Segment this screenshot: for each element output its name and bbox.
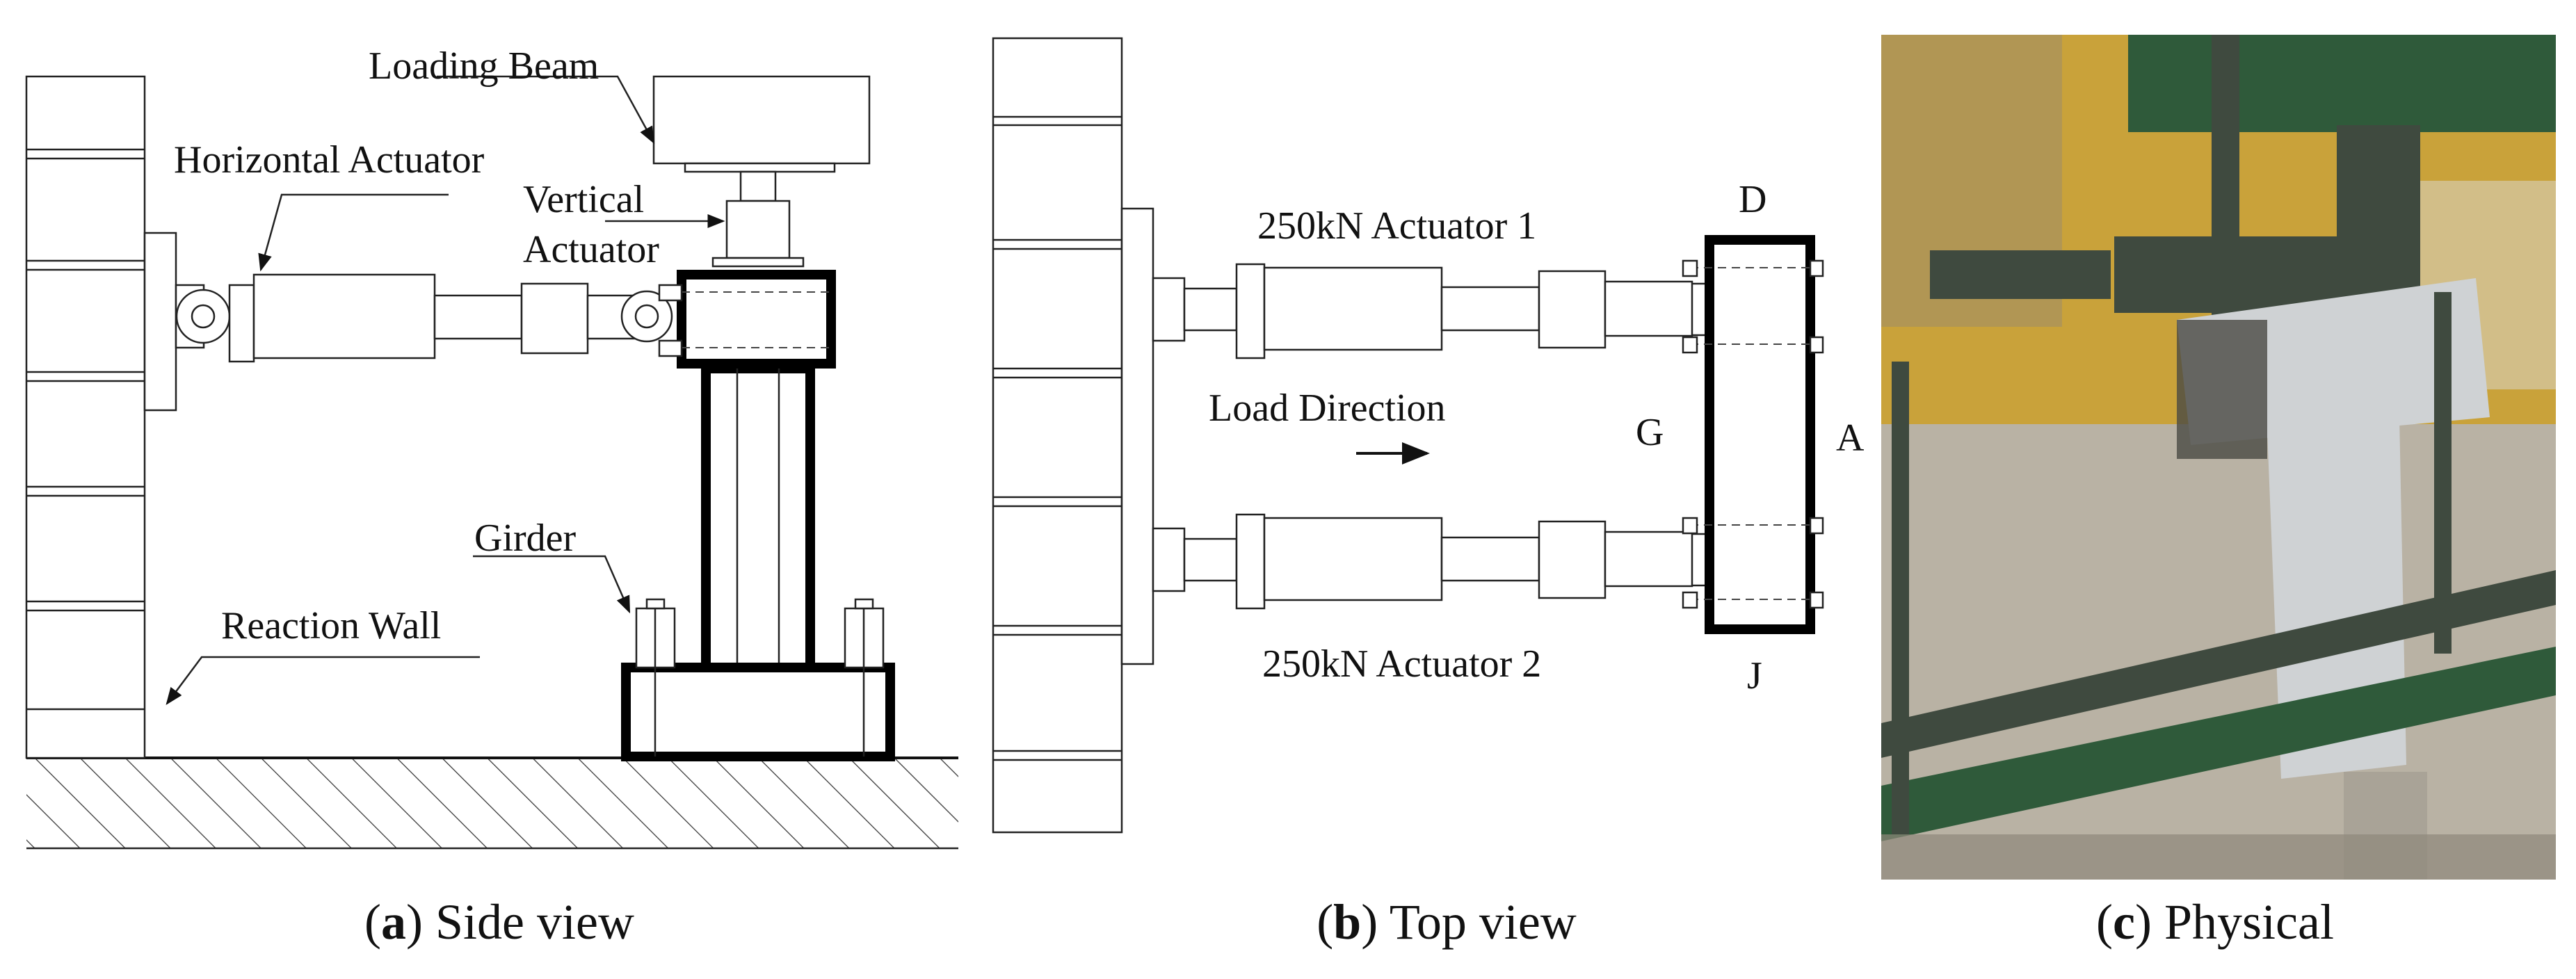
top-actuator-1 <box>1152 263 1711 359</box>
photo-base-girder <box>1881 647 2556 841</box>
label-vertical-actuator-line2: Actuator <box>523 228 659 271</box>
label-point-g: G <box>1636 411 1664 454</box>
label-point-a: A <box>1836 416 1865 460</box>
horizontal-actuator <box>143 232 673 412</box>
top-actuator-2 <box>1152 513 1711 610</box>
label-vertical-actuator-line1: Vertical <box>523 178 644 221</box>
top-specimen <box>1682 235 1824 634</box>
label-actuator-2: 250kN Actuator 2 <box>1262 642 1541 686</box>
label-actuator-1: 250kN Actuator 1 <box>1257 204 1536 248</box>
reaction-wall <box>25 75 146 759</box>
label-point-j: J <box>1747 654 1762 697</box>
side-view-panel: Loading Beam Horizontal Actuator Vertica… <box>25 44 958 950</box>
girder <box>621 598 895 761</box>
label-point-d: D <box>1739 178 1766 221</box>
side-view-leaders <box>166 75 725 706</box>
label-loading-beam: Loading Beam <box>369 44 599 88</box>
caption-b: (b) Top view <box>1317 894 1577 950</box>
caption-c: (c) Physical <box>2096 894 2334 950</box>
specimen-top-block <box>658 270 836 369</box>
top-view-panel: 250kN Actuator 1 250kN Actuator 2 Load D… <box>992 37 1865 950</box>
loading-beam <box>652 75 871 173</box>
specimen-column <box>701 364 815 672</box>
ground <box>26 756 958 850</box>
label-horizontal-actuator: Horizontal Actuator <box>174 138 485 181</box>
photo-loading-frame <box>2128 35 2556 132</box>
label-load-direction: Load Direction <box>1209 387 1446 430</box>
caption-a: (a) Side view <box>364 894 634 950</box>
top-reaction-wall <box>992 37 1154 834</box>
vertical-actuator <box>711 170 805 268</box>
physical-photo: (c) Physical <box>1881 35 2556 950</box>
label-girder: Girder <box>474 517 577 560</box>
label-reaction-wall: Reaction Wall <box>221 604 441 647</box>
